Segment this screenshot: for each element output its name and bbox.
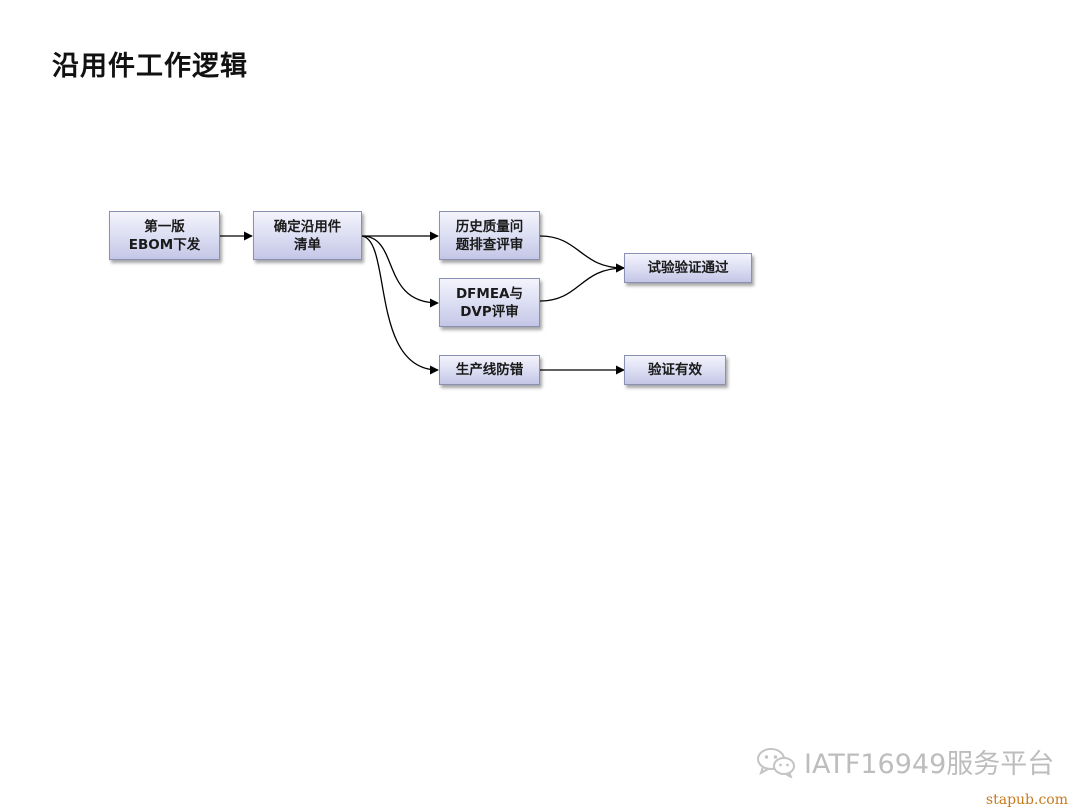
- node-test-verification-passed: 试验验证通过: [624, 253, 752, 283]
- node-history-line2: 题排查评审: [455, 236, 524, 253]
- edge-list-to-dfmea: [361, 235, 439, 308]
- watermark: IATF16949服务平台: [756, 742, 1054, 781]
- node-history-quality-review: 历史质量问 题排查评审: [439, 211, 540, 260]
- node-carryover-list-line2: 清单: [294, 236, 321, 253]
- edge-dfmea-to-test: [539, 263, 625, 302]
- node-errorproof-label: 生产线防错: [455, 362, 524, 378]
- node-history-line1: 历史质量问: [455, 218, 524, 235]
- node-dfmea-line1: DFMEA与: [455, 285, 524, 302]
- edge-list-to-errorproof: [361, 235, 439, 375]
- node-line-error-proofing: 生产线防错: [439, 355, 540, 385]
- node-first-ebom-line2: EBOM下发: [128, 236, 201, 253]
- footer-site: stapub.com: [985, 792, 1068, 808]
- edge-history-to-test: [539, 235, 625, 273]
- node-carryover-list: 确定沿用件 清单: [253, 211, 362, 260]
- wechat-icon: [757, 747, 795, 778]
- node-test-label: 试验验证通过: [647, 260, 729, 276]
- node-carryover-list-line1: 确定沿用件: [273, 218, 342, 235]
- watermark-text: IATF16949服务平台: [804, 749, 1055, 780]
- node-verification-effective: 验证有效: [624, 355, 726, 385]
- node-first-ebom-line1: 第一版: [144, 218, 185, 235]
- page-title: 沿用件工作逻辑: [52, 51, 248, 82]
- node-dfmea-dvp-review: DFMEA与 DVP评审: [439, 278, 540, 327]
- node-first-ebom: 第一版 EBOM下发: [109, 211, 220, 260]
- node-valid-label: 验证有效: [648, 362, 702, 378]
- node-dfmea-line2: DVP评审: [460, 303, 519, 320]
